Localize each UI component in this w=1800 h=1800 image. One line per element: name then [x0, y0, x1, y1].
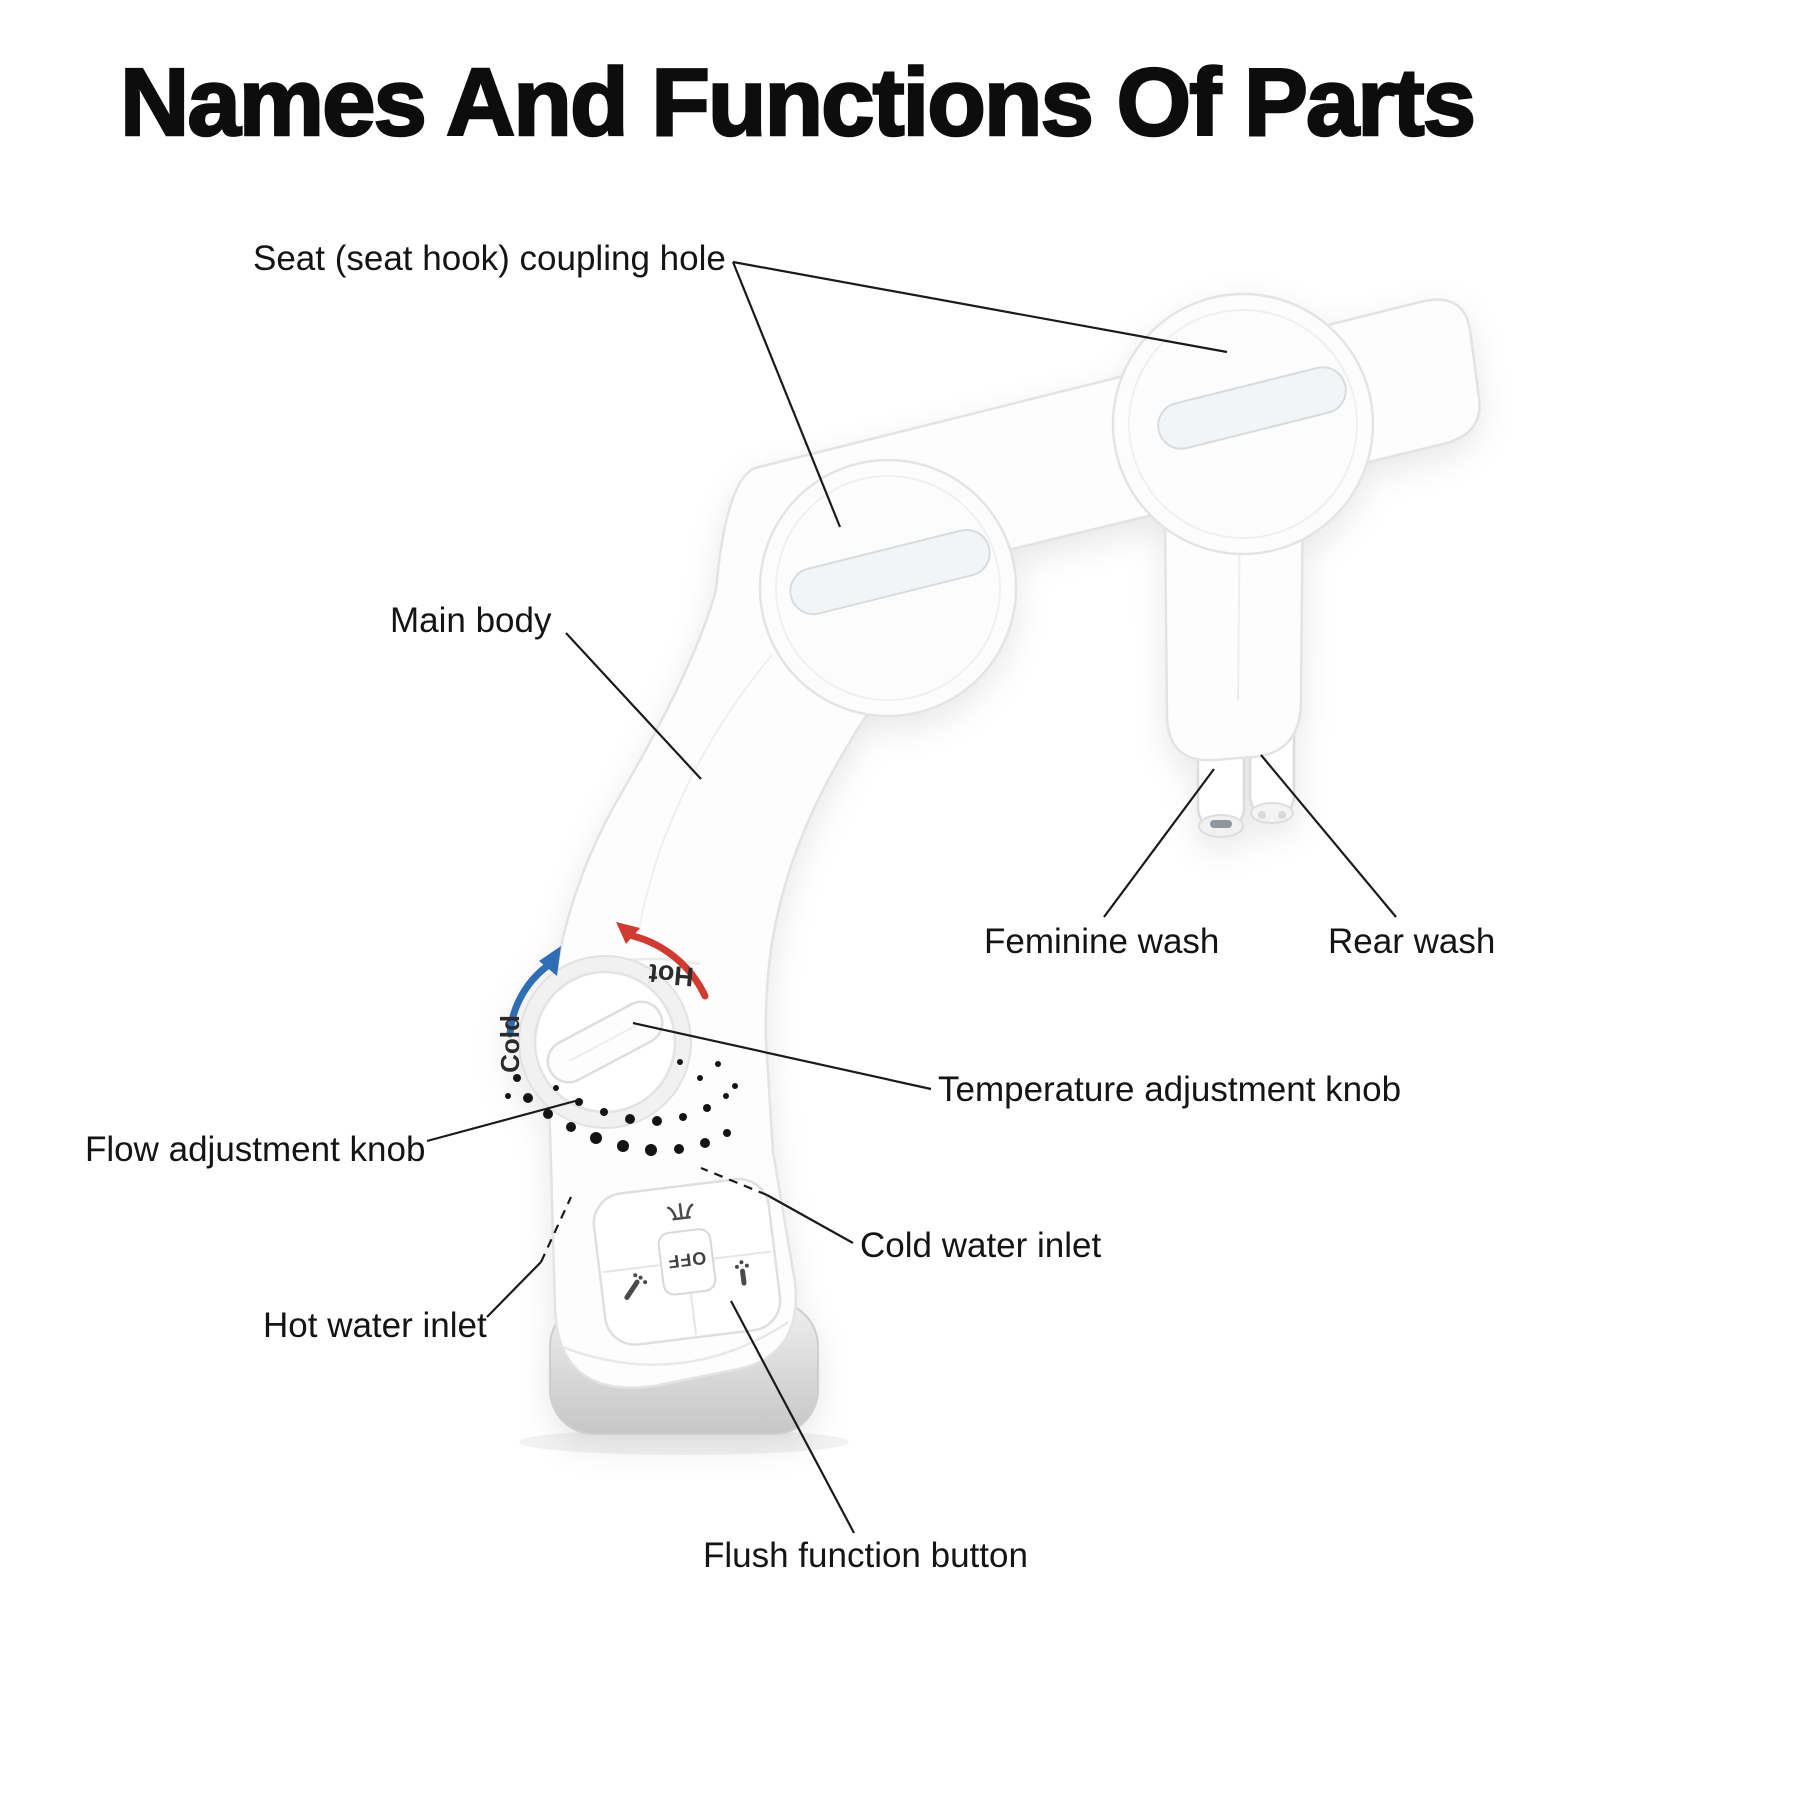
off-button [657, 1228, 717, 1296]
leader-seat-right [732, 260, 1228, 354]
hot-direction-arc [629, 932, 709, 1000]
page-title: Names And Functions Of Parts [119, 48, 1478, 158]
bidet-device: Hot Cold [495, 292, 1481, 1435]
leader-seat-left [731, 261, 842, 528]
leader-feminine-wash [1103, 768, 1215, 918]
leader-hot-inlet [486, 1261, 542, 1318]
label-feminine-wash: Feminine wash [984, 922, 1220, 961]
feminine-wash-button-icon [667, 1203, 694, 1221]
label-main-body: Main body [390, 601, 552, 640]
leader-temperature-knob [632, 1021, 932, 1091]
leader-flush-button [730, 1300, 855, 1534]
temperature-knob-graphic: Hot Cold [495, 922, 709, 1129]
leader-flow-knob [426, 1098, 580, 1143]
leader-lines [426, 260, 1397, 1534]
left-coupling-slot [789, 528, 991, 616]
leader-main-body [565, 632, 702, 780]
wand-wash-button-icon [624, 1273, 648, 1300]
leader-cold-inlet [766, 1194, 854, 1244]
hot-arrow-icon [616, 922, 640, 944]
label-hot-water-inlet: Hot water inlet [263, 1306, 487, 1345]
rear-wash-button-icon [734, 1260, 749, 1286]
label-flush-button: Flush function button [703, 1536, 1028, 1575]
label-temperature-knob: Temperature adjustment knob [938, 1070, 1402, 1109]
cold-direction-arc [506, 960, 554, 1038]
label-cold-water-inlet: Cold water inlet [860, 1226, 1102, 1265]
hot-marking: Hot [647, 958, 694, 992]
ground-shadow [519, 1429, 849, 1455]
leader-hot-inlet-hidden [540, 1196, 572, 1263]
leader-cold-inlet-hidden [700, 1166, 768, 1197]
arm-contour [637, 654, 773, 936]
right-coupling-slot [1157, 366, 1347, 450]
label-seat-coupling-hole: Seat (seat hook) coupling hole [253, 239, 726, 278]
pod-bottom-seam [559, 1320, 789, 1366]
left-coupling-disc [758, 458, 1018, 718]
label-flow-knob: Flow adjustment knob [85, 1130, 426, 1169]
control-panel-graphic: OFF [592, 1177, 782, 1346]
cold-marking: Cold [495, 1015, 525, 1073]
cold-arrow-icon [539, 946, 561, 976]
label-rear-wash: Rear wash [1328, 922, 1496, 961]
leader-rear-wash [1260, 754, 1397, 918]
right-coupling-disc [1111, 292, 1375, 556]
off-button-label: OFF [666, 1248, 707, 1273]
